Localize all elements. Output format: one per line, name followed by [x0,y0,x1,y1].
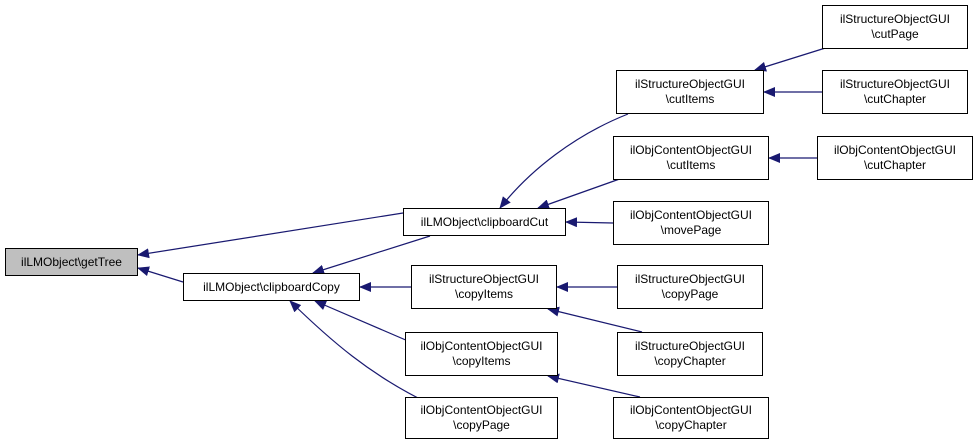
edge-content_copyChapter-to-content_copyItems [547,373,641,398]
node-getTree[interactable]: ilLMObject\getTree [5,248,138,276]
node-clipboardCopy[interactable]: ilLMObject\clipboardCopy [183,273,360,301]
node-content-copyChapter[interactable]: ilObjContentObjectGUI\copyChapter [613,397,769,439]
node-label-line: \copyItems [452,354,511,368]
node-label-line: ilObjContentObjectGUI [629,143,753,157]
edge-content_movePage-to-clipboardCut [565,217,614,228]
node-content-cutChapter[interactable]: ilObjContentObjectGUI\cutChapter [817,136,973,180]
node-struct-copyChapter[interactable]: ilStructureObjectGUI\copyChapter [617,332,763,376]
node-content-cutItems[interactable]: ilObjContentObjectGUI\cutItems [613,136,769,180]
edge-struct_cutItems-to-clipboardCut [499,113,629,209]
node-label-line: \copyPage [453,418,510,432]
node-label-line: ilStructureObjectGUI [428,272,540,286]
node-label-line: ilObjContentObjectGUI [420,339,543,353]
node-label-line: \cutChapter [863,92,927,106]
node-struct-cutChapter[interactable]: ilStructureObjectGUI\cutChapter [822,70,968,114]
node-struct-copyItems[interactable]: ilStructureObjectGUI\copyItems [411,265,557,309]
node-label-line: ilObjContentObjectGUI [833,143,957,157]
node-label-line: \copyChapter [655,418,727,432]
edge-content_cutItems-to-clipboardCut [537,175,629,210]
edge-struct_cutPage-to-struct_cutItems [754,44,836,72]
node-struct-copyPage[interactable]: ilStructureObjectGUI\copyPage [617,265,763,309]
node-label-line: ilLMObject\clipboardCopy [203,279,340,294]
node-label-line: \copyPage [661,287,719,301]
edge-content_copyPage-to-clipboardCopy [289,300,429,404]
node-struct-cutPage[interactable]: ilStructureObjectGUI\cutPage [822,5,968,49]
node-label-line: ilStructureObjectGUI [634,339,746,353]
node-label-line: ilObjContentObjectGUI [629,208,753,222]
node-label-line: ilStructureObjectGUI [839,77,951,91]
node-clipboardCut[interactable]: ilLMObject\clipboardCut [403,208,566,236]
node-content-copyItems[interactable]: ilObjContentObjectGUI\copyItems [405,332,558,376]
edge-content_copyItems-to-clipboardCopy [314,300,416,345]
node-label-line: \movePage [660,223,722,237]
node-label-line: \cutItems [666,158,716,172]
node-label-line: \cutItems [665,92,715,106]
node-label-line: ilLMObject\getTree [21,254,122,269]
node-content-movePage[interactable]: ilObjContentObjectGUI\movePage [613,201,769,245]
node-label-line: ilObjContentObjectGUI [629,403,753,417]
node-label-line: ilStructureObjectGUI [634,272,746,286]
node-label-line: \copyChapter [654,354,726,368]
edge-clipboardCut-to-clipboardCopy [312,235,431,275]
edge-clipboardCopy-to-getTree [137,266,184,283]
node-label-line: \cutPage [871,27,919,41]
node-label-line: \cutChapter [863,158,927,172]
node-label-line: ilLMObject\clipboardCut [420,214,549,229]
node-label-line: ilStructureObjectGUI [839,12,951,26]
edge-struct_copyChapter-to-struct_copyItems [547,306,643,333]
node-struct-cutItems[interactable]: ilStructureObjectGUI\cutItems [616,70,764,114]
node-label-line: \copyItems [454,287,514,301]
node-label-line: ilObjContentObjectGUI [420,403,543,417]
node-content-copyPage[interactable]: ilObjContentObjectGUI\copyPage [405,397,558,439]
edge-clipboardCut-to-getTree [137,212,404,259]
node-label-line: ilStructureObjectGUI [634,77,746,91]
